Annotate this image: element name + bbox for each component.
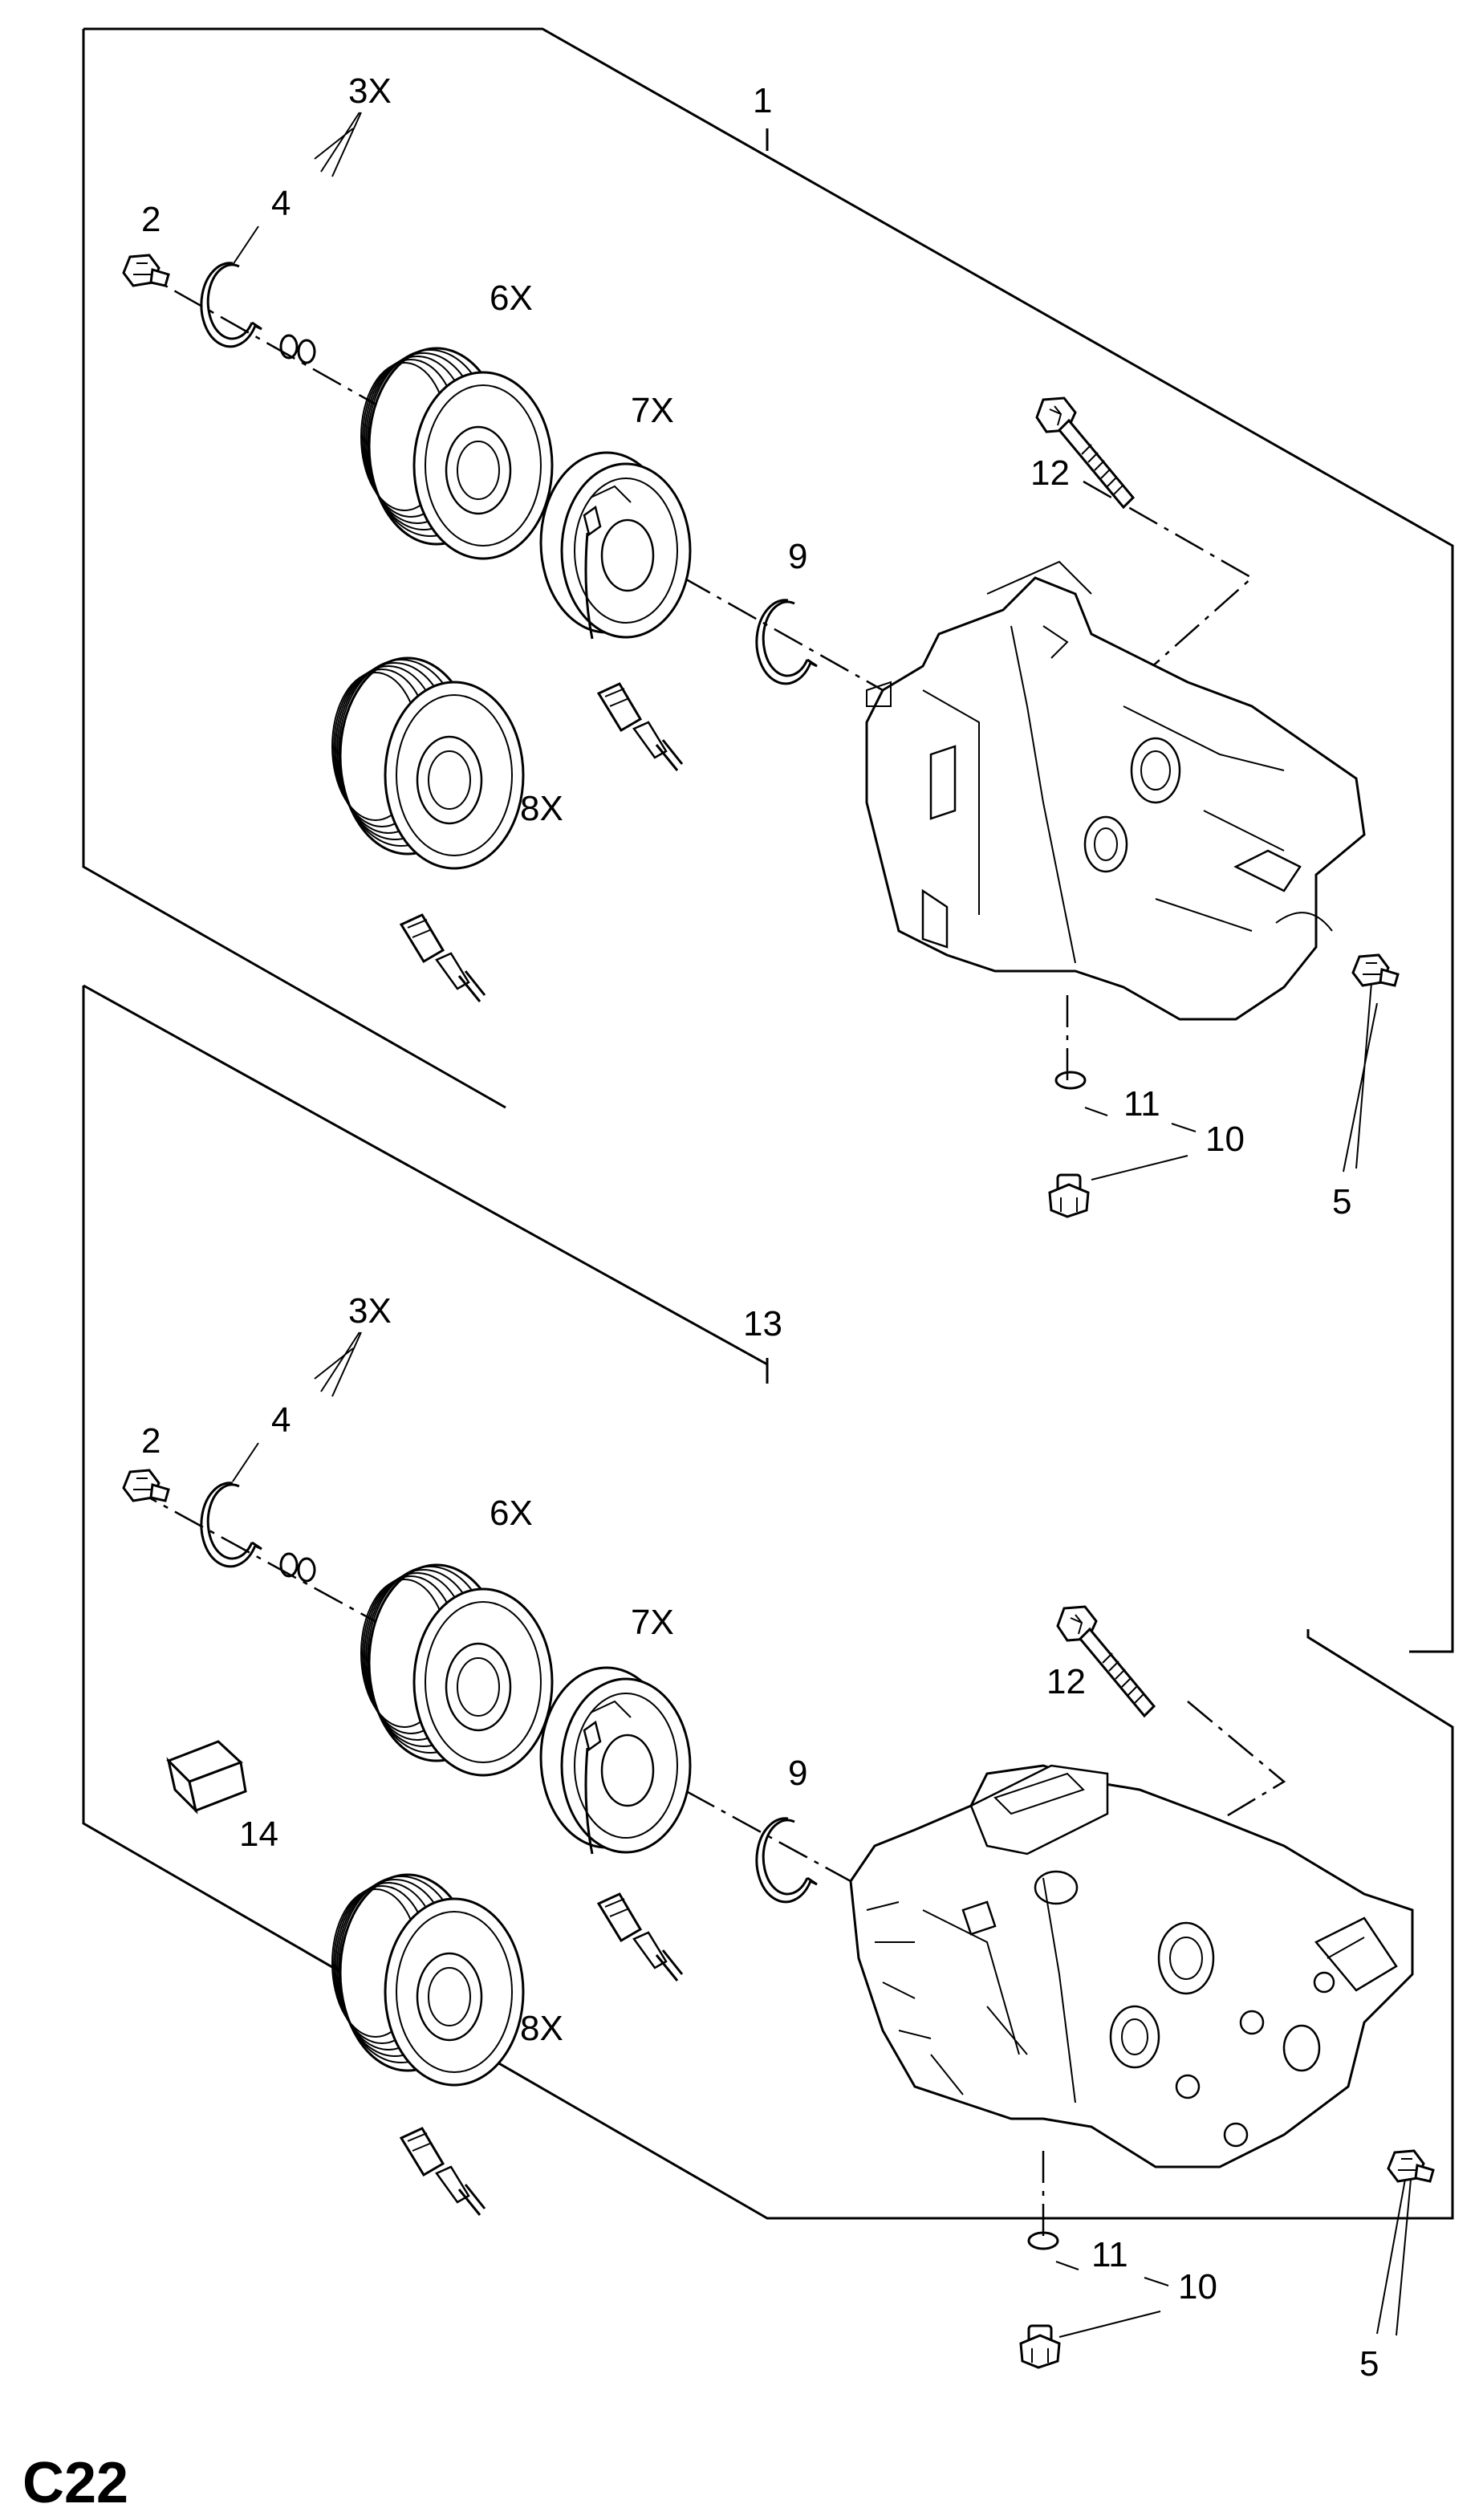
group-assembly-13: 13 3X 2 4 6X 7X 12 9 14 8X 11 10 5	[82, 984, 1454, 2384]
snap-ring-9-icon	[755, 1817, 819, 1904]
drain-plug-icon	[1048, 1173, 1090, 1218]
pulley-8x-icon	[331, 656, 525, 870]
assembly-label: 13	[743, 1304, 782, 1343]
snap-ring-icon	[200, 1482, 263, 1568]
snap-ring-icon	[200, 262, 263, 348]
callout-11: 11	[1091, 2235, 1128, 2274]
callout-12: 12	[1030, 453, 1070, 493]
group-frame	[82, 986, 1454, 2220]
pulley-6x-icon	[360, 347, 554, 560]
compressor-icon	[865, 560, 1366, 1021]
pulley-6x-icon	[360, 1563, 554, 1777]
fitting-nut-icon	[1387, 2149, 1435, 2183]
callout-10: 10	[1205, 1120, 1245, 1159]
callout-11: 11	[1123, 1084, 1160, 1124]
callout-7x: 7X	[631, 1603, 674, 1642]
nut-icon	[122, 254, 170, 287]
callout-8x: 8X	[520, 2009, 563, 2048]
coil-connector-icon	[597, 1892, 684, 1982]
compressor-icon	[849, 1764, 1414, 2168]
callout-9: 9	[788, 1754, 807, 1793]
nut-icon	[122, 1469, 170, 1502]
pulley-8x-icon	[331, 1873, 525, 2087]
callout-10: 10	[1178, 2267, 1217, 2307]
clutch-coil-7x-icon	[539, 1666, 692, 1855]
callout-2: 2	[141, 200, 160, 239]
page-code: C22	[22, 2451, 128, 2515]
callout-4: 4	[271, 1400, 291, 1440]
callout-6x: 6X	[490, 278, 533, 318]
callout-9: 9	[788, 537, 807, 576]
callout-4: 4	[271, 184, 291, 223]
group-frame	[83, 27, 1454, 1653]
pulley-connector-icon	[400, 2127, 486, 2217]
callout-12: 12	[1046, 1662, 1086, 1701]
callout-2: 2	[141, 1421, 160, 1461]
fitting-nut-icon	[1351, 953, 1400, 987]
callout-5: 5	[1359, 2344, 1379, 2384]
o-ring-icon	[1054, 1071, 1087, 1090]
sealant-block-icon	[166, 1740, 247, 1815]
drain-plug-icon	[1019, 2324, 1061, 2369]
assembly-label: 1	[753, 81, 772, 120]
callout-3x: 3X	[348, 1291, 392, 1331]
callout-8x: 8X	[520, 789, 563, 828]
shim-rings-icon	[279, 334, 316, 364]
pulley-connector-icon	[400, 913, 486, 1003]
callout-7x: 7X	[631, 391, 674, 430]
callout-5: 5	[1332, 1182, 1351, 1221]
snap-ring-9-icon	[755, 599, 819, 685]
shim-rings-icon	[279, 1552, 316, 1583]
coil-connector-icon	[597, 682, 684, 772]
group-assembly-1: 1 3X 2 4 6X 7X 12 9 8X 11 10 5	[82, 27, 1454, 1653]
clutch-coil-7x-icon	[539, 451, 692, 640]
callout-3x: 3X	[348, 71, 392, 111]
callout-14: 14	[239, 1815, 278, 1854]
callout-6x: 6X	[490, 1494, 533, 1533]
